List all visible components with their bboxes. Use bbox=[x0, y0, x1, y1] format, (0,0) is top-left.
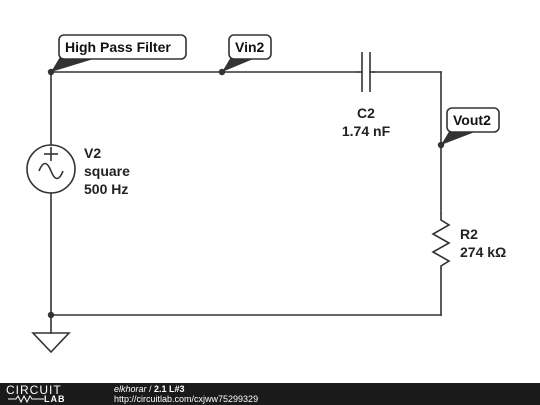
circuit-meta: elkhorar / 2.1 L#3 http://circuitlab.com… bbox=[114, 384, 258, 404]
resistor-value-label: 274 kΩ bbox=[460, 244, 506, 260]
author-name[interactable]: elkhorar bbox=[114, 384, 147, 394]
circuitlab-logo[interactable]: CIRCUIT LAB bbox=[6, 384, 102, 404]
net-label-vin2[interactable]: Vin2 bbox=[222, 34, 272, 72]
capacitor-symbol bbox=[357, 52, 375, 92]
capacitor-value-label: 1.74 nF bbox=[342, 123, 391, 139]
net-label-high-pass-filter[interactable]: High Pass Filter bbox=[51, 34, 187, 72]
net-label-high-pass-filter-text: High Pass Filter bbox=[65, 39, 171, 55]
meta-separator: / bbox=[146, 384, 155, 394]
circuit-url[interactable]: http://circuitlab.com/cxjww75299329 bbox=[114, 394, 259, 404]
footer-bar: CIRCUIT LAB elkhorar / 2.1 L#3 http://ci… bbox=[0, 383, 540, 405]
source-name-label: V2 bbox=[84, 145, 101, 161]
capacitor-name-label: C2 bbox=[357, 105, 375, 121]
net-label-vout2-text: Vout2 bbox=[453, 112, 491, 128]
logo-text-circuit: CIRCUIT bbox=[6, 383, 62, 397]
source-frequency-label: 500 Hz bbox=[84, 181, 128, 197]
junction-node bbox=[47, 311, 55, 319]
logo-text-lab: LAB bbox=[44, 394, 66, 404]
circuit-title[interactable]: 2.1 L#3 bbox=[154, 384, 185, 394]
resistor-symbol bbox=[431, 213, 451, 269]
circuit-diagram: High Pass Filter Vin2 Vout2 V2 square 50… bbox=[26, 34, 506, 354]
ground-symbol bbox=[31, 332, 71, 354]
net-label-vout2[interactable]: Vout2 bbox=[441, 107, 500, 145]
resistor-logo-icon bbox=[8, 395, 44, 403]
source-type-label: square bbox=[84, 163, 130, 179]
net-label-vin2-text: Vin2 bbox=[235, 39, 265, 55]
voltage-source-symbol bbox=[26, 144, 76, 194]
resistor-name-label: R2 bbox=[460, 226, 478, 242]
